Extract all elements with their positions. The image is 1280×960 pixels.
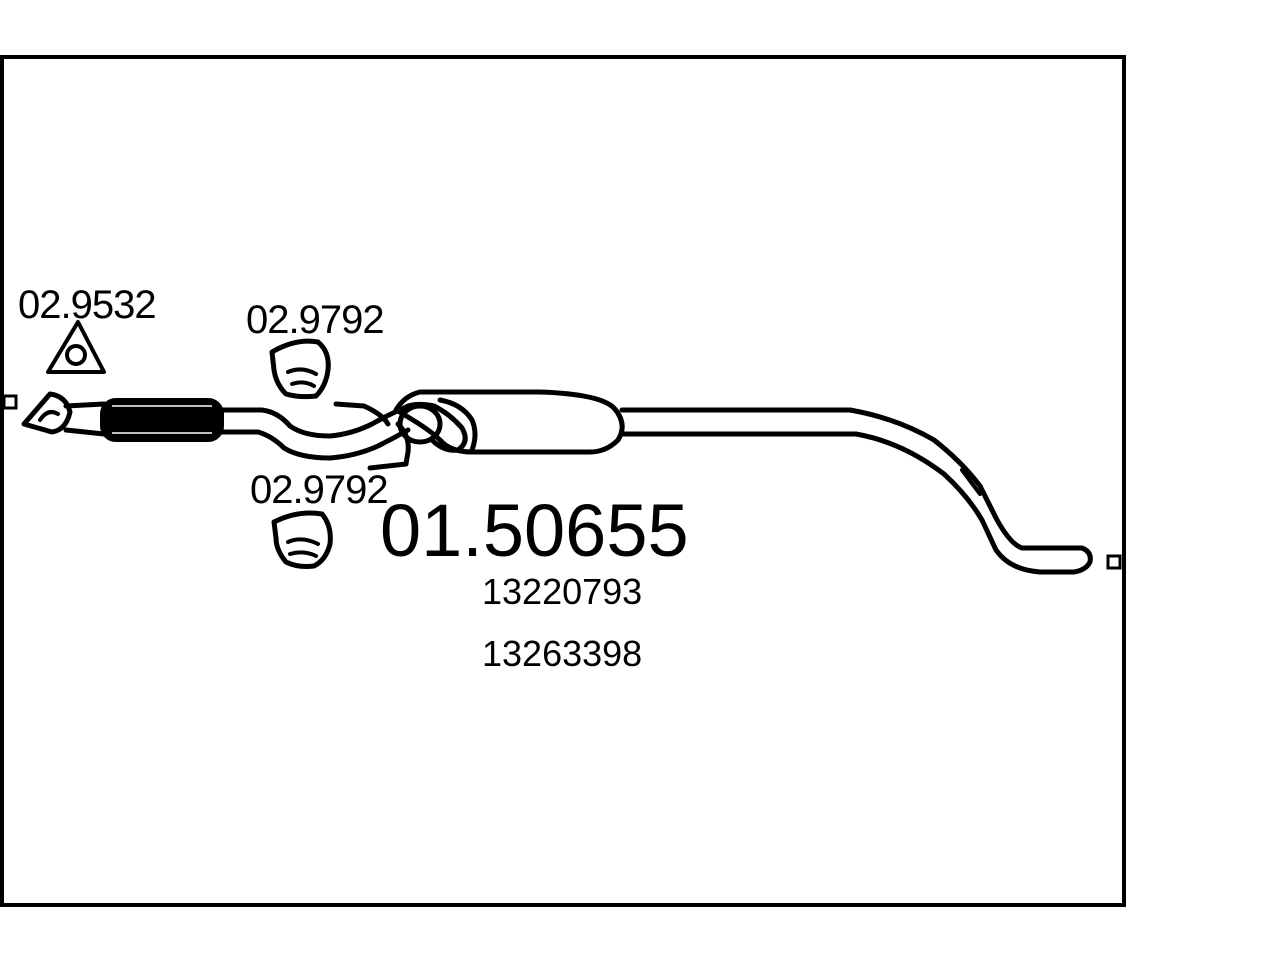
left-edge-marker — [2, 394, 18, 410]
clamp-top-part-number: 02.9792 — [246, 298, 384, 342]
triangular-gasket-icon — [46, 320, 106, 374]
diagram-frame — [0, 55, 1126, 907]
pipe-clamp-icon — [271, 510, 333, 569]
gasket-part-number: 02.9532 — [18, 283, 156, 327]
right-edge-marker — [1106, 554, 1122, 570]
muffler — [393, 389, 625, 455]
exhaust-pipe-assembly — [21, 389, 1093, 575]
main-part-number: 01.50655 — [380, 489, 689, 572]
oe-number-1: 13220793 — [482, 571, 642, 612]
pipe-clamp-icon — [269, 338, 331, 400]
oe-number-2: 13263398 — [482, 633, 642, 674]
clamp-bottom-part-number: 02.9792 — [250, 468, 388, 512]
flex-section — [100, 398, 224, 442]
inlet-flange — [21, 391, 73, 435]
